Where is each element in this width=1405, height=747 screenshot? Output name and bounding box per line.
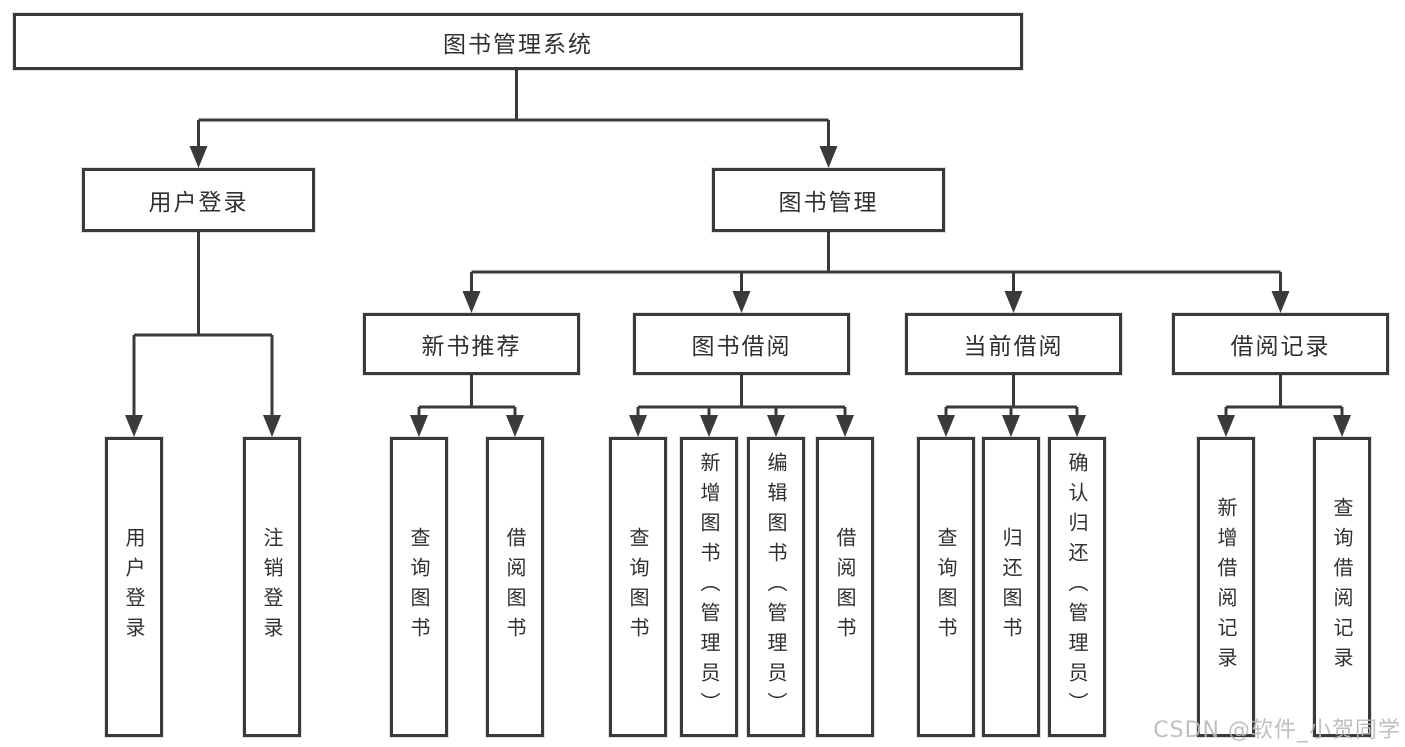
node-user-login: 用户登录 xyxy=(82,168,315,232)
node-label: 新增图书（管理员） xyxy=(697,452,721,722)
node-new-book-recommend: 新书推荐 xyxy=(363,313,580,375)
leaf-add-book-admin: 新增图书（管理员） xyxy=(680,437,738,737)
leaf-query-books-recommend: 查询图书 xyxy=(390,437,448,737)
leaf-query-books-current: 查询图书 xyxy=(917,437,975,737)
node-label: 图书管理系统 xyxy=(443,31,593,58)
node-label: 注销登录 xyxy=(260,527,284,647)
node-current-borrow: 当前借阅 xyxy=(905,313,1122,375)
node-label: 借阅记录 xyxy=(1230,334,1331,360)
node-borrow-records: 借阅记录 xyxy=(1172,313,1389,375)
node-label: 查询图书 xyxy=(407,527,431,647)
node-label: 确认归还（管理员） xyxy=(1065,452,1089,722)
leaf-logout: 注销登录 xyxy=(243,437,301,737)
leaf-borrow-books: 借阅图书 xyxy=(816,437,874,737)
node-label: 借阅图书 xyxy=(833,527,857,647)
node-label: 图书管理 xyxy=(778,190,879,216)
node-label: 新书推荐 xyxy=(421,334,522,360)
leaf-return-book: 归还图书 xyxy=(982,437,1040,737)
node-book-management: 图书管理 xyxy=(712,168,945,232)
leaf-query-borrow-record: 查询借阅记录 xyxy=(1313,437,1371,737)
node-label: 图书借阅 xyxy=(691,334,792,360)
node-book-borrow: 图书借阅 xyxy=(633,313,850,375)
leaf-borrow-books-recommend: 借阅图书 xyxy=(486,437,544,737)
node-label: 用户登录 xyxy=(148,190,249,216)
leaf-user-login: 用户登录 xyxy=(105,437,163,737)
node-library-management-system: 图书管理系统 xyxy=(13,13,1023,70)
node-label: 当前借阅 xyxy=(963,334,1064,360)
node-label: 查询图书 xyxy=(626,527,650,647)
node-label: 查询图书 xyxy=(934,527,958,647)
node-label: 新增借阅记录 xyxy=(1214,497,1238,677)
leaf-add-borrow-record: 新增借阅记录 xyxy=(1197,437,1255,737)
node-label: 借阅图书 xyxy=(503,527,527,647)
leaf-query-books-borrow: 查询图书 xyxy=(609,437,667,737)
leaf-edit-book-admin: 编辑图书（管理员） xyxy=(747,437,805,737)
node-label: 用户登录 xyxy=(122,527,146,647)
node-label: 编辑图书（管理员） xyxy=(764,452,788,722)
node-label: 归还图书 xyxy=(999,527,1023,647)
leaf-confirm-return-admin: 确认归还（管理员） xyxy=(1048,437,1106,737)
node-label: 查询借阅记录 xyxy=(1330,497,1354,677)
csdn-watermark: CSDN @软件_小贺同学 xyxy=(1153,718,1401,743)
